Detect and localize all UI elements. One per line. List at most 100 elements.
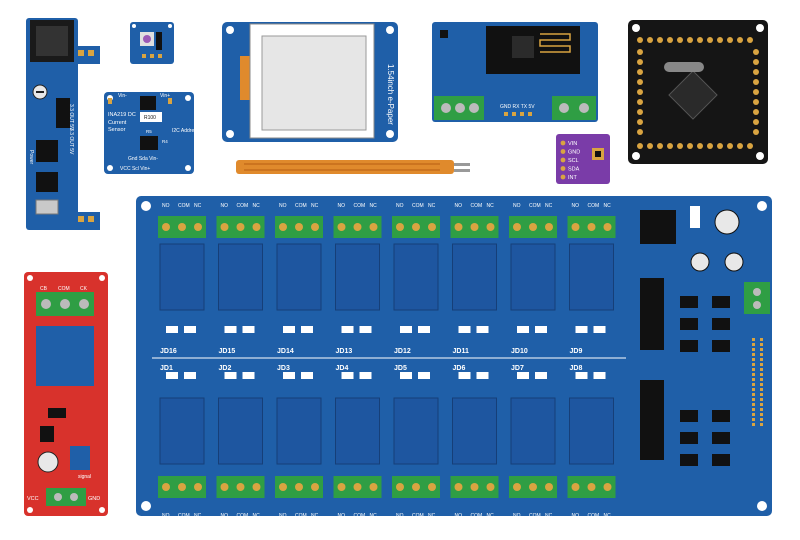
relay-contact-label: NO — [396, 203, 404, 209]
relay-contact-label: NC — [428, 203, 436, 209]
relay-contact-label: COM — [529, 513, 541, 519]
relay-channel-label: JD15 — [219, 348, 236, 355]
relay-red-contact-cb: CB — [40, 286, 48, 292]
relay-contact-label: NC — [604, 513, 612, 519]
bme-pin-label: INT — [568, 175, 578, 181]
relay-box — [218, 397, 263, 465]
bme-pin-label: VIN — [568, 141, 577, 147]
relay-box — [452, 243, 497, 311]
rgb-led-module[interactable] — [130, 22, 174, 64]
relay-contact-label: NO — [455, 513, 463, 519]
relay-contact-label: NC — [311, 203, 319, 209]
relay-contact-label: NC — [194, 513, 202, 519]
relay-contact-label: NO — [513, 513, 521, 519]
relay-contact-label: NO — [572, 203, 580, 209]
svg-text:INA219 DC: INA219 DC — [108, 112, 136, 118]
relay-contact-label: COM — [471, 513, 483, 519]
relay-red-contact-ck: CK — [80, 286, 88, 292]
bme-pin-label: SCL — [568, 158, 579, 164]
relay-contact-label: NO — [279, 513, 287, 519]
relay-contact-label: COM — [412, 513, 424, 519]
power-label: Power — [28, 150, 34, 165]
svg-text:R100: R100 — [144, 115, 156, 121]
relay-contact-label: NC — [253, 203, 261, 209]
epaper-screen — [261, 35, 367, 131]
capacitor-icon — [714, 209, 740, 235]
svg-text:R5: R5 — [146, 129, 152, 134]
relay-contact-label: NO — [162, 513, 170, 519]
relay-contact-label: COM — [529, 203, 541, 209]
relay-channel-label: JD14 — [277, 348, 294, 355]
esp01-pin-label: GND RX TX 5V — [500, 104, 535, 110]
relay-contact-label: NC — [487, 513, 495, 519]
relay-channel-label: JD3 — [277, 365, 290, 372]
relay-contact-label: NC — [370, 513, 378, 519]
relay-red-signal: signal — [78, 474, 91, 480]
power-supply-module[interactable]: 3.3 OUT 5V 3.3 OUT 5V Power — [26, 18, 100, 230]
relay-channel-label: JD10 — [511, 348, 528, 355]
relay-contact-label: NC — [545, 203, 553, 209]
relay-channel-label: JD1 — [160, 365, 173, 372]
relay-contact-label: COM — [295, 203, 307, 209]
relay-contact-label: COM — [471, 203, 483, 209]
relay-box — [335, 243, 380, 311]
relay-contact-label: NO — [338, 513, 346, 519]
svg-text:Current: Current — [108, 120, 127, 126]
relay-box — [218, 243, 263, 311]
relay-box — [393, 243, 439, 311]
black-controller-board[interactable] — [628, 20, 768, 164]
relay-contact-label: NC — [604, 203, 612, 209]
relay-contact-label: NO — [513, 203, 521, 209]
relay-contact-label: COM — [354, 203, 366, 209]
relay-box — [452, 397, 497, 465]
relay-contact-label: NC — [545, 513, 553, 519]
relay-box — [510, 397, 556, 465]
relay-box — [393, 397, 439, 465]
relay-channel-label: JD11 — [453, 348, 469, 355]
svg-text:I2C Address: I2C Address — [172, 128, 200, 134]
svg-text:Vin+: Vin+ — [160, 93, 170, 99]
relay-box — [569, 397, 614, 465]
output-label-2: 3.3 OUT 5V — [68, 128, 74, 155]
flex-sensor-strip — [236, 160, 470, 174]
relay-red-box — [36, 326, 94, 386]
relay-contact-label: COM — [237, 513, 249, 519]
red-relay-module[interactable]: CB COM CK VCC GND signal — [24, 272, 108, 516]
relay-contact-label: NO — [396, 513, 404, 519]
relay-contact-label: NO — [572, 513, 580, 519]
svg-text:VCC Scl Vin+: VCC Scl Vin+ — [120, 166, 150, 172]
output-label: 3.3 OUT 5V — [68, 104, 74, 131]
relay-box — [276, 243, 322, 311]
epaper-label: 1.54inch e-Paper — [386, 64, 395, 125]
relay-contact-label: NC — [311, 513, 319, 519]
relay-channel-label: JD7 — [511, 365, 524, 372]
relay-contact-label: COM — [588, 513, 600, 519]
esp01-adapter-module[interactable]: GND RX TX 5V — [432, 22, 598, 122]
relay-channel-label: JD16 — [160, 348, 177, 355]
ina219-current-sensor[interactable]: Vin- Vin+ INA219 DC Current Sensor R100 … — [104, 92, 200, 174]
epaper-display-module[interactable]: 1.54inch e-Paper — [222, 22, 398, 142]
relay-box — [159, 397, 205, 465]
relay-contact-label: NO — [279, 203, 287, 209]
relay-red-contact-com: COM — [58, 286, 70, 292]
relay-box — [510, 243, 556, 311]
svg-text:Sensor: Sensor — [108, 127, 126, 133]
relay-red-gnd: GND — [88, 496, 100, 502]
relay-contact-label: COM — [178, 513, 190, 519]
relay-channel-label: JD8 — [570, 365, 583, 372]
relay-red-potentiometer-icon[interactable] — [37, 451, 59, 473]
relay-box — [159, 243, 205, 311]
relay-contact-label: COM — [237, 203, 249, 209]
relay-channel-label: JD13 — [336, 348, 353, 355]
relay-red-vcc: VCC — [27, 496, 39, 502]
svg-text:Gnd Sda Vin-: Gnd Sda Vin- — [128, 156, 158, 162]
relay-contact-label: NO — [455, 203, 463, 209]
relay-contact-label: COM — [354, 513, 366, 519]
svg-text:Vin-: Vin- — [118, 93, 127, 99]
relay-contact-label: COM — [412, 203, 424, 209]
relay-contact-label: COM — [588, 203, 600, 209]
relay-contact-label: NC — [253, 513, 261, 519]
relay-contact-label: COM — [295, 513, 307, 519]
